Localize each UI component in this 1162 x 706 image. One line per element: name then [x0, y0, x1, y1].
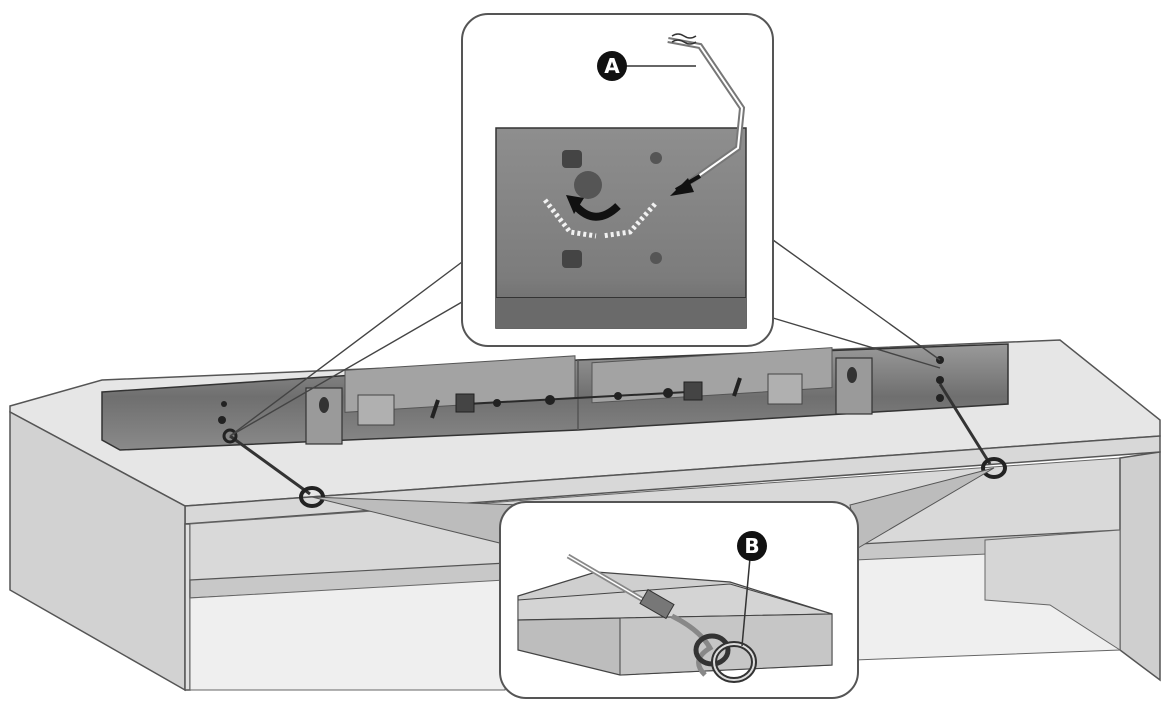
bracket-left [305, 387, 343, 445]
eyelet-right [981, 457, 1007, 479]
callout-a-badge [597, 51, 627, 81]
callout-b-label: B [744, 534, 759, 558]
stand-left-front-leg [184, 523, 191, 691]
stand-right-inner-leg [984, 529, 1121, 651]
detail-callout-bottom: B [499, 501, 859, 699]
rear-label-left [357, 394, 395, 426]
zoom-lines-top [229, 239, 941, 437]
stand-left-floor [189, 579, 506, 691]
detail-callout-top: A [461, 13, 774, 347]
wire-sleeve [639, 588, 675, 620]
soundbar [101, 343, 1009, 451]
callout-a-label: A [604, 54, 620, 78]
stand-right-side [1119, 451, 1161, 682]
callout-b-badge [737, 531, 767, 561]
connector-left [455, 393, 475, 413]
safety-wires [222, 383, 1007, 508]
rear-label-right [767, 373, 803, 405]
closeup-soundbar-back [495, 127, 747, 329]
connector-right [683, 381, 703, 401]
bracket-right [835, 357, 873, 415]
